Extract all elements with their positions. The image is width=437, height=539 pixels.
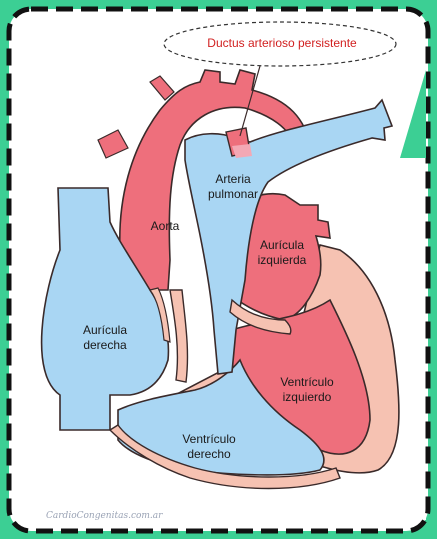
label-ventriculo-derecho-line2: derecho [172,447,246,462]
label-ventriculo-izquierdo: Ventrículo izquierdo [270,375,344,405]
watermark: CardioCongenitas.com.ar [46,511,162,521]
label-ventriculo-izquierdo-line2: izquierdo [270,390,344,405]
label-arteria-pulmonar: Arteria pulmonar [198,172,268,202]
label-auricula-izquierda-line2: izquierda [247,253,317,268]
label-auricula-derecha-line1: Aurícula [70,323,140,338]
label-arteria-pulmonar-line2: pulmonar [198,187,268,202]
label-aorta: Aorta [140,219,190,234]
label-arteria-pulmonar-line1: Arteria [198,172,268,187]
label-auricula-derecha-line2: derecha [70,338,140,353]
label-auricula-izquierda: Aurícula izquierda [247,238,317,268]
label-auricula-derecha: Aurícula derecha [70,323,140,353]
label-ventriculo-derecho: Ventrículo derecho [172,432,246,462]
label-ventriculo-derecho-line1: Ventrículo [172,432,246,447]
label-auricula-izquierda-line1: Aurícula [247,238,317,253]
callout-label: Ductus arterioso persistente [177,36,387,50]
label-ventriculo-izquierdo-line1: Ventrículo [270,375,344,390]
